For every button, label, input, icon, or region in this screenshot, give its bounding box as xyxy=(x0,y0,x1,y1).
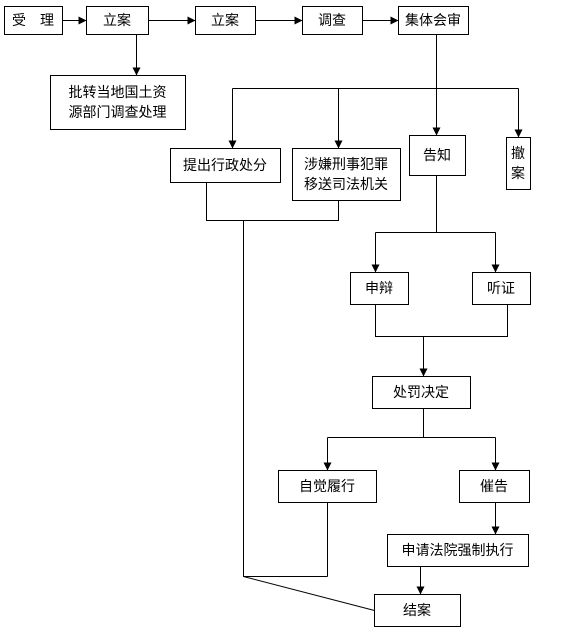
connector-13 xyxy=(243,576,375,611)
node-box-gaozhi xyxy=(409,135,466,176)
node-box-lian2 xyxy=(195,6,256,35)
node-cuigao: 催告 xyxy=(459,470,530,503)
node-label-chean-2: 案 xyxy=(511,165,525,182)
node-label-chean-1: 撤 xyxy=(511,146,525,162)
node-box-shouli xyxy=(4,6,63,35)
node-box-lian1 xyxy=(86,6,149,35)
node-label-chufa-1: 处罚决定 xyxy=(393,385,449,401)
node-box-tingzheng xyxy=(472,272,531,305)
node-label-tingzheng-1: 听证 xyxy=(487,281,515,297)
connector-11 xyxy=(206,182,339,221)
node-label-zijue-1: 自觉履行 xyxy=(299,479,355,495)
node-label-shenbian-1: 申辩 xyxy=(365,281,393,297)
node-gaozhi: 告知 xyxy=(409,135,466,176)
node-diaocha: 调查 xyxy=(302,6,363,35)
node-label-jiean-1: 结案 xyxy=(403,602,431,619)
node-tingzheng: 听证 xyxy=(472,272,531,305)
node-label-xingzheng-1: 提出行政处分 xyxy=(183,158,267,174)
node-box-diaocha xyxy=(302,6,363,35)
node-jiean: 结案 xyxy=(374,594,461,627)
node-xingzheng: 提出行政处分 xyxy=(170,148,281,183)
node-label-lian2-1: 立案 xyxy=(211,12,239,29)
node-label-gaozhi-1: 告知 xyxy=(423,147,451,164)
connectors xyxy=(62,16,523,611)
node-box-shenbian xyxy=(350,272,409,305)
node-label-diaocha-1: 调查 xyxy=(318,13,346,29)
node-box-qiangzhi xyxy=(387,534,529,567)
node-chean: 撤案 xyxy=(506,137,531,190)
node-lian2: 立案 xyxy=(195,6,256,35)
node-label-sifa-2: 移送司法机关 xyxy=(304,177,388,193)
node-label-lian1-1: 立案 xyxy=(103,12,131,29)
node-label-qiangzhi-1: 申请法院强制执行 xyxy=(402,543,514,559)
connector-12 xyxy=(243,220,328,577)
node-label-sifa-1: 涉嫌刑事犯罪 xyxy=(304,157,388,173)
node-qiangzhi: 申请法院强制执行 xyxy=(387,534,529,567)
node-box-jitihuishen xyxy=(398,6,469,35)
node-label-shouli-1: 受 理 xyxy=(12,13,54,29)
node-zijue: 自觉履行 xyxy=(278,470,377,503)
node-chufa: 处罚决定 xyxy=(372,376,471,409)
node-jitihuishen: 集体会审 xyxy=(398,6,469,35)
node-box-chufa xyxy=(372,376,471,409)
node-label-pizhuan-2: 源部门调查处理 xyxy=(69,105,167,121)
node-lian1: 立案 xyxy=(86,6,149,35)
node-box-pizhuan xyxy=(50,75,186,130)
node-label-cuigao-1: 催告 xyxy=(480,479,508,495)
node-label-jitihuishen-1: 集体会审 xyxy=(405,12,461,29)
node-shenbian: 申辩 xyxy=(350,272,409,305)
node-box-zijue xyxy=(278,470,377,503)
node-label-pizhuan-1: 批转当地国土资 xyxy=(69,85,167,101)
node-shouli: 受 理 xyxy=(4,6,63,35)
node-box-jiean xyxy=(374,594,461,627)
connector-18 xyxy=(375,304,508,337)
node-box-chean xyxy=(506,137,531,190)
node-box-sifa xyxy=(292,148,401,201)
node-box-cuigao xyxy=(459,470,530,503)
node-box-xingzheng xyxy=(170,148,281,183)
